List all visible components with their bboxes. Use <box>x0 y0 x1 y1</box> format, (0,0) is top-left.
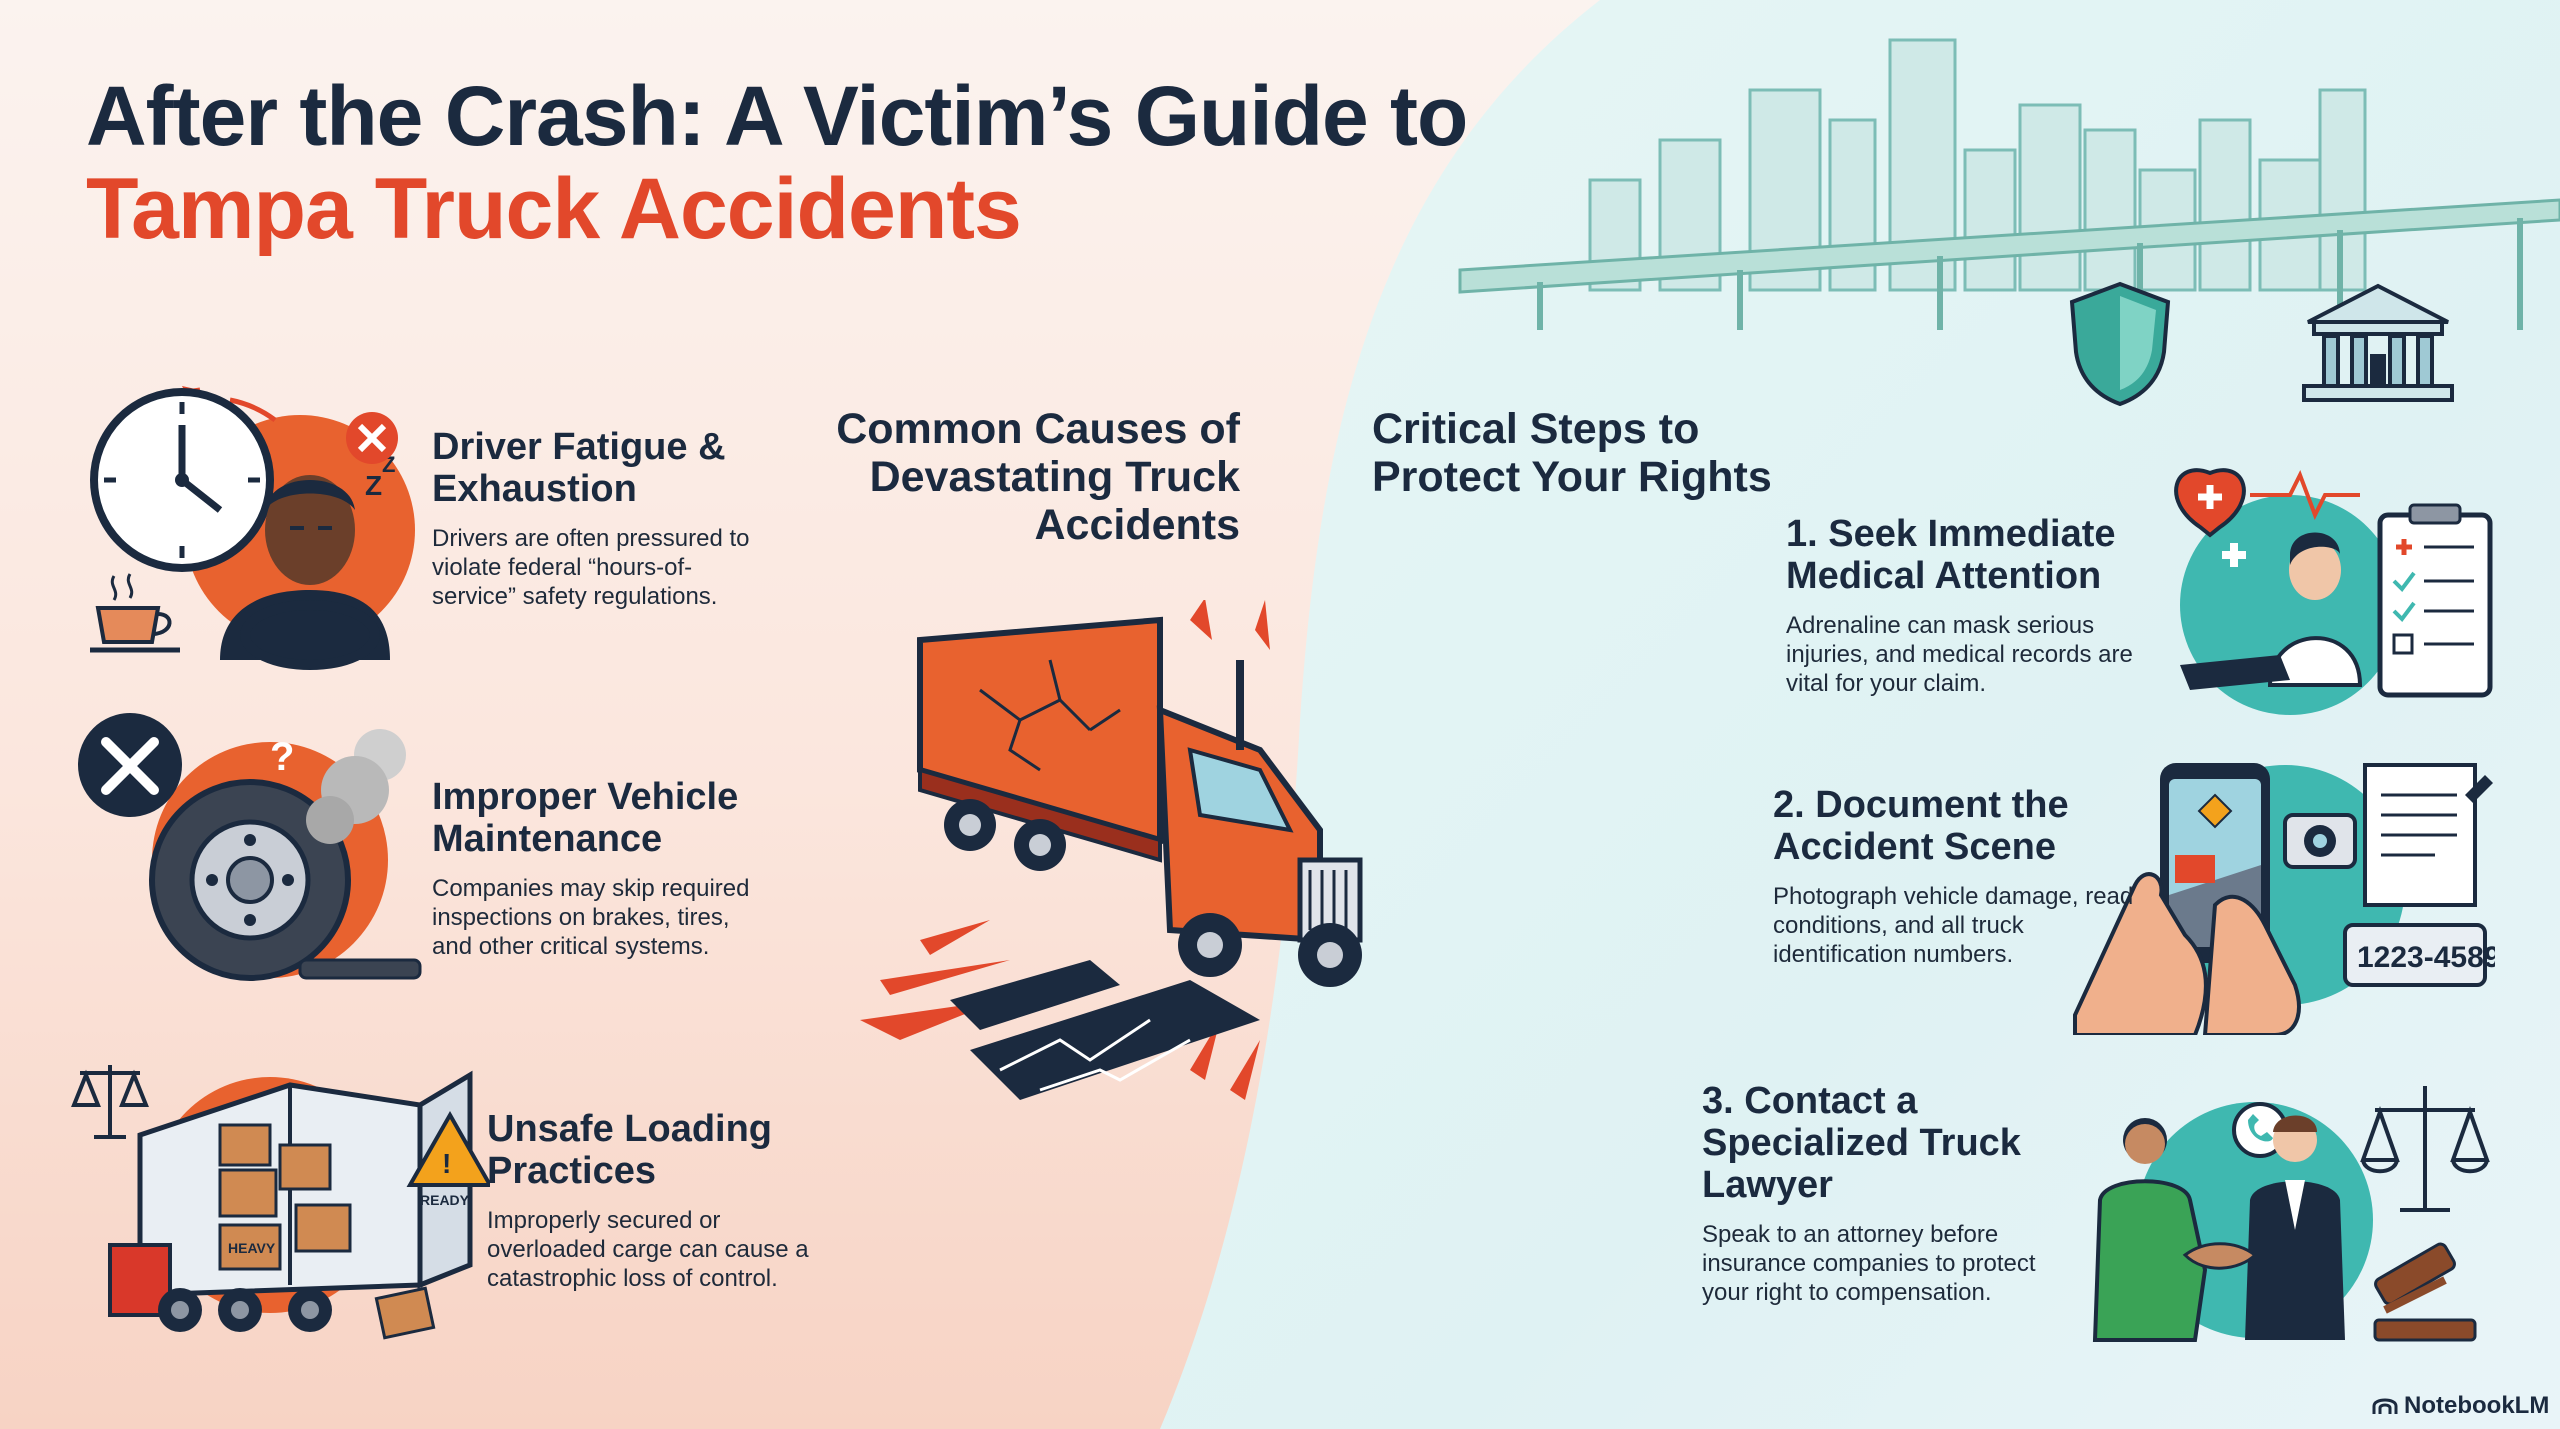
doctor-icon <box>2174 468 2493 715</box>
smartphone-icon: 1223-4589 <box>2073 763 2495 1035</box>
step-title: 3. Contact a Specialized Truck Lawyer <box>1702 1080 2021 1206</box>
steps-heading: Critical Steps to Protect Your Rights <box>1372 405 1772 501</box>
camera-icon <box>2283 813 2357 869</box>
svg-text:Z: Z <box>365 470 382 501</box>
notepad-icon <box>2363 763 2493 907</box>
loaded-truck-icon: HEAVY ! READY <box>71 1065 490 1340</box>
svg-text:?: ? <box>270 735 294 779</box>
warning-sign-label: READY <box>420 1192 470 1208</box>
step-description: Photograph vehicle damage, read conditio… <box>1773 883 2134 968</box>
handshake-icon <box>2092 1086 2490 1342</box>
step-description: Adrenaline can mask serious injuries, an… <box>1786 612 2133 697</box>
step-title: 2. Document the Accident Scene <box>1773 784 2069 868</box>
page-title-line1: After the Crash: A Victim’s Guide to <box>86 69 1468 163</box>
sleepy-driver-icon <box>220 475 390 670</box>
shield-icon <box>2069 281 2171 407</box>
brand-name: NotebookLM <box>2404 1392 2550 1419</box>
plate-number: 1223-4589 <box>2357 941 2495 974</box>
page-title-line2: Tampa Truck Accidents <box>86 161 1022 257</box>
crashed-truck-icon <box>860 600 1363 1100</box>
clock-icon: Z Z <box>90 386 415 670</box>
brand-watermark: NotebookLM <box>2372 1392 2549 1420</box>
cause-vehicle-maintenance: Improper Vehicle Maintenance Companies m… <box>432 776 772 961</box>
cause-title: Unsafe Loading Practices <box>487 1108 773 1192</box>
step-document-scene: 2. Document the Accident Scene Photograp… <box>1773 784 2143 969</box>
step-description: Speak to an attorney before insurance co… <box>1702 1221 2036 1306</box>
svg-text:!: ! <box>442 1148 451 1179</box>
cause-title: Driver Fatigue & Exhaustion <box>432 426 726 510</box>
gavel-icon <box>2373 1242 2477 1342</box>
courthouse-icon <box>2302 283 2454 402</box>
tire-icon: ? <box>78 713 422 981</box>
step-contact-lawyer: 3. Contact a Specialized Truck Lawyer Sp… <box>1702 1080 2072 1307</box>
notebook-logo-icon <box>2372 1398 2398 1414</box>
cause-description: Improperly secured or overloaded carge c… <box>487 1207 809 1292</box>
cause-description: Companies may skip required inspections … <box>432 875 750 960</box>
scale-icon <box>71 1065 149 1139</box>
cause-description: Drivers are often pressured to violate f… <box>432 525 750 610</box>
city-skyline-icon <box>1458 38 2560 330</box>
clipboard-icon <box>2377 503 2493 698</box>
scale-icon <box>2360 1086 2490 1212</box>
step-title: 1. Seek Immediate Medical Attention <box>1786 513 2116 597</box>
step-medical-attention: 1. Seek Immediate Medical Attention Adre… <box>1786 513 2146 698</box>
coffee-icon <box>90 573 180 653</box>
cause-driver-fatigue: Driver Fatigue & Exhaustion Drivers are … <box>432 426 762 611</box>
causes-heading: Common Causes of Devastating Truck Accid… <box>836 405 1240 549</box>
crate-label: HEAVY <box>228 1240 276 1256</box>
license-plate-icon: 1223-4589 <box>2343 923 2495 987</box>
wrench-icon <box>78 713 182 817</box>
cause-unsafe-loading: Unsafe Loading Practices Improperly secu… <box>487 1108 827 1293</box>
cause-title: Improper Vehicle Maintenance <box>432 776 739 860</box>
